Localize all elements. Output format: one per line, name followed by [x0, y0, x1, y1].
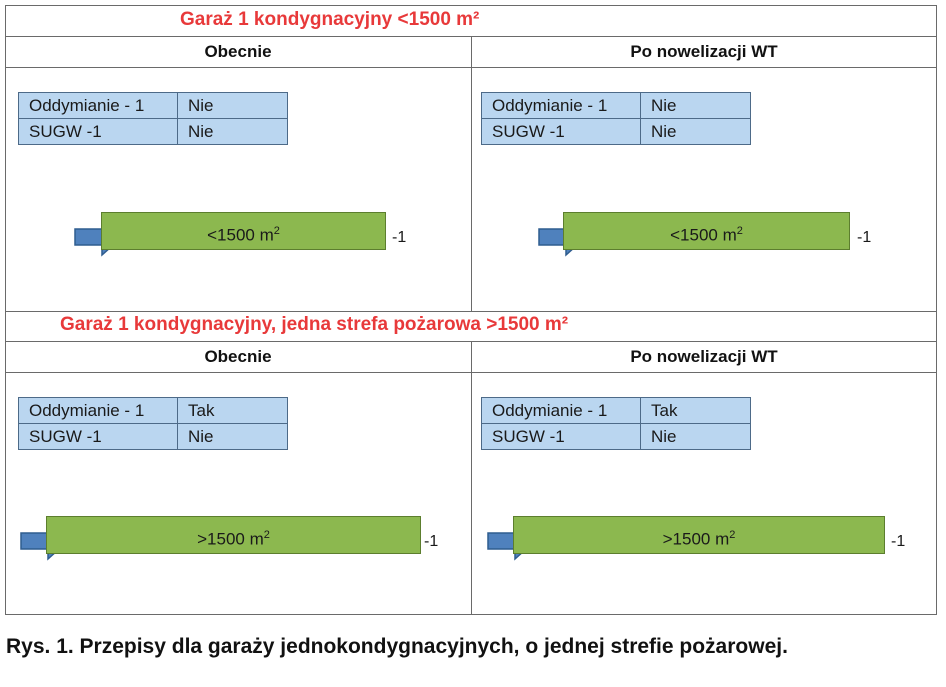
table-value: Nie	[640, 118, 751, 145]
level-label: -1	[392, 229, 407, 246]
level-label: -1	[891, 533, 906, 550]
table-row: Oddymianie - 1 Tak	[481, 397, 751, 424]
garage-level-bar: >1500 m2	[46, 516, 421, 554]
bottom-section-title: Garaż 1 kondygnacyjny, jedna strefa poża…	[60, 314, 569, 335]
table-key: SUGW -1	[481, 118, 641, 145]
bar-label: <1500 m	[207, 225, 274, 245]
table-row: SUGW -1 Nie	[18, 423, 288, 450]
table-row: Oddymianie - 1 Tak	[18, 397, 288, 424]
bar-unit-exponent: 2	[273, 225, 280, 237]
top-right-header: Po nowelizacji WT	[630, 42, 778, 61]
table-row: SUGW -1 Nie	[481, 118, 751, 145]
bar-unit-exponent: 2	[263, 529, 270, 541]
bar-label: >1500 m	[662, 529, 730, 549]
top-section-title: Garaż 1 kondygnacyjny <1500 m²	[180, 9, 480, 30]
bar-label: >1500 m	[197, 529, 264, 549]
table-key: Oddymianie - 1	[481, 397, 641, 424]
table-key: Oddymianie - 1	[18, 92, 178, 119]
table-key: SUGW -1	[18, 423, 178, 450]
table-row: Oddymianie - 1 Nie	[18, 92, 288, 119]
table-key: Oddymianie - 1	[481, 92, 641, 119]
bar-unit-exponent: 2	[736, 225, 743, 237]
figure-caption: Rys. 1. Przepisy dla garaży jednokondygn…	[6, 635, 788, 658]
top-right-table: Oddymianie - 1 Nie SUGW -1 Nie	[481, 92, 751, 145]
garage-level-bar: <1500 m2	[101, 212, 386, 250]
level-label: -1	[857, 229, 872, 246]
garage-level-bar: >1500 m2	[513, 516, 885, 554]
table-key: SUGW -1	[481, 423, 641, 450]
table-value: Nie	[177, 92, 288, 119]
table-value: Nie	[640, 423, 751, 450]
bottom-right-table: Oddymianie - 1 Tak SUGW -1 Nie	[481, 397, 751, 450]
table-value: Nie	[177, 423, 288, 450]
table-value: Nie	[177, 118, 288, 145]
table-key: Oddymianie - 1	[18, 397, 178, 424]
bottom-left-table: Oddymianie - 1 Tak SUGW -1 Nie	[18, 397, 288, 450]
table-row: SUGW -1 Nie	[481, 423, 751, 450]
column-divider-bottom	[471, 341, 472, 615]
table-row: SUGW -1 Nie	[18, 118, 288, 145]
garage-level-bar: <1500 m2	[563, 212, 850, 250]
bottom-left-header: Obecnie	[204, 347, 272, 366]
bar-label: <1500 m	[670, 225, 737, 245]
column-divider-top	[471, 36, 472, 311]
table-row: Oddymianie - 1 Nie	[481, 92, 751, 119]
table-value: Nie	[640, 92, 751, 119]
top-left-header: Obecnie	[204, 42, 272, 61]
table-value: Tak	[177, 397, 288, 424]
table-value: Tak	[640, 397, 751, 424]
level-label: -1	[424, 533, 439, 550]
table-key: SUGW -1	[18, 118, 178, 145]
divider-sections	[5, 311, 937, 312]
bottom-right-header: Po nowelizacji WT	[630, 347, 778, 366]
bar-unit-exponent: 2	[729, 529, 736, 541]
top-left-table: Oddymianie - 1 Nie SUGW -1 Nie	[18, 92, 288, 145]
